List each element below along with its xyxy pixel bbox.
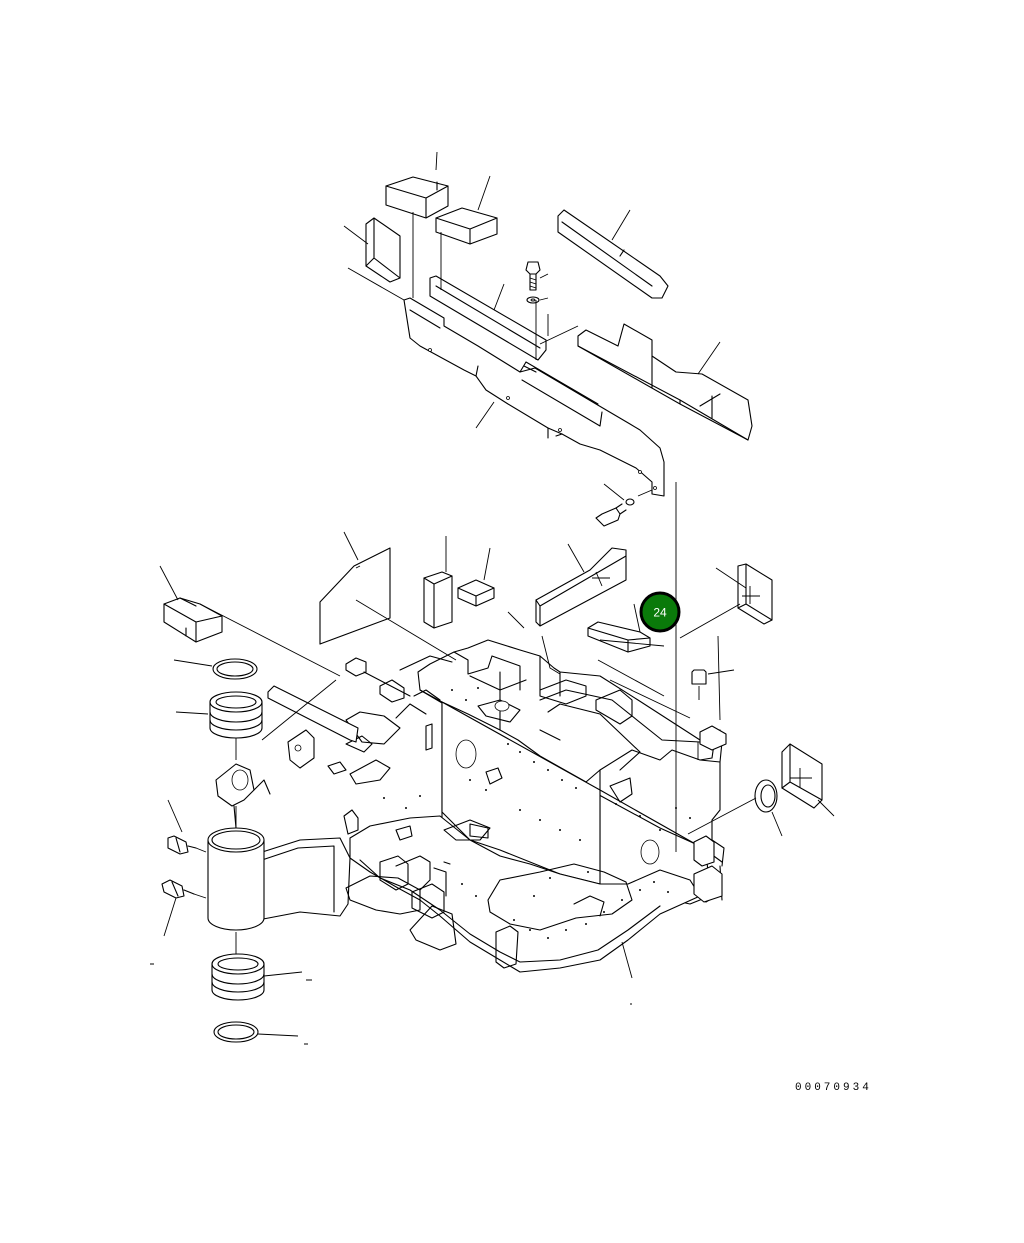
main-frame [199, 599, 727, 973]
cover-pad [365, 217, 401, 283]
counter-block-left [159, 565, 223, 643]
bolt-upper [525, 261, 541, 304]
pad-right-lower [781, 743, 835, 817]
o-ring-upper [173, 658, 258, 680]
drawing-number: 00070934 [795, 1082, 872, 1094]
callout-label: 24 [653, 606, 667, 620]
cover-slab-right [577, 323, 753, 441]
upper-cover-assembly [343, 151, 753, 497]
grease-fitting-2 [161, 879, 207, 937]
callout-24[interactable]: 24 [639, 591, 681, 633]
pad-right-upper [679, 563, 773, 639]
ramp-block [535, 543, 627, 627]
right-side-parts [621, 482, 835, 979]
plug-cap [691, 669, 735, 700]
o-ring-lower [213, 1021, 299, 1043]
rivet-holes [383, 687, 691, 939]
wedge [587, 603, 651, 653]
bushing-upper [175, 691, 263, 739]
side-plate [319, 531, 391, 645]
cover-panel-main [403, 297, 665, 497]
callout-circle[interactable] [639, 591, 681, 633]
cover-plate-long [429, 275, 547, 361]
cover-strip-right [557, 209, 669, 299]
boss-cylinder [207, 827, 265, 931]
bushing-lower [211, 953, 303, 1001]
rubber-block-a [423, 536, 453, 629]
mid-level-parts [159, 483, 773, 700]
cover-block-2 [435, 207, 498, 245]
rubber-block-b [457, 547, 495, 607]
grease-fitting-1 [167, 799, 207, 855]
bolt-middle [595, 483, 653, 527]
seal-ring [687, 779, 783, 837]
left-pivot-parts [161, 658, 337, 1043]
cover-block-1 [385, 176, 449, 219]
